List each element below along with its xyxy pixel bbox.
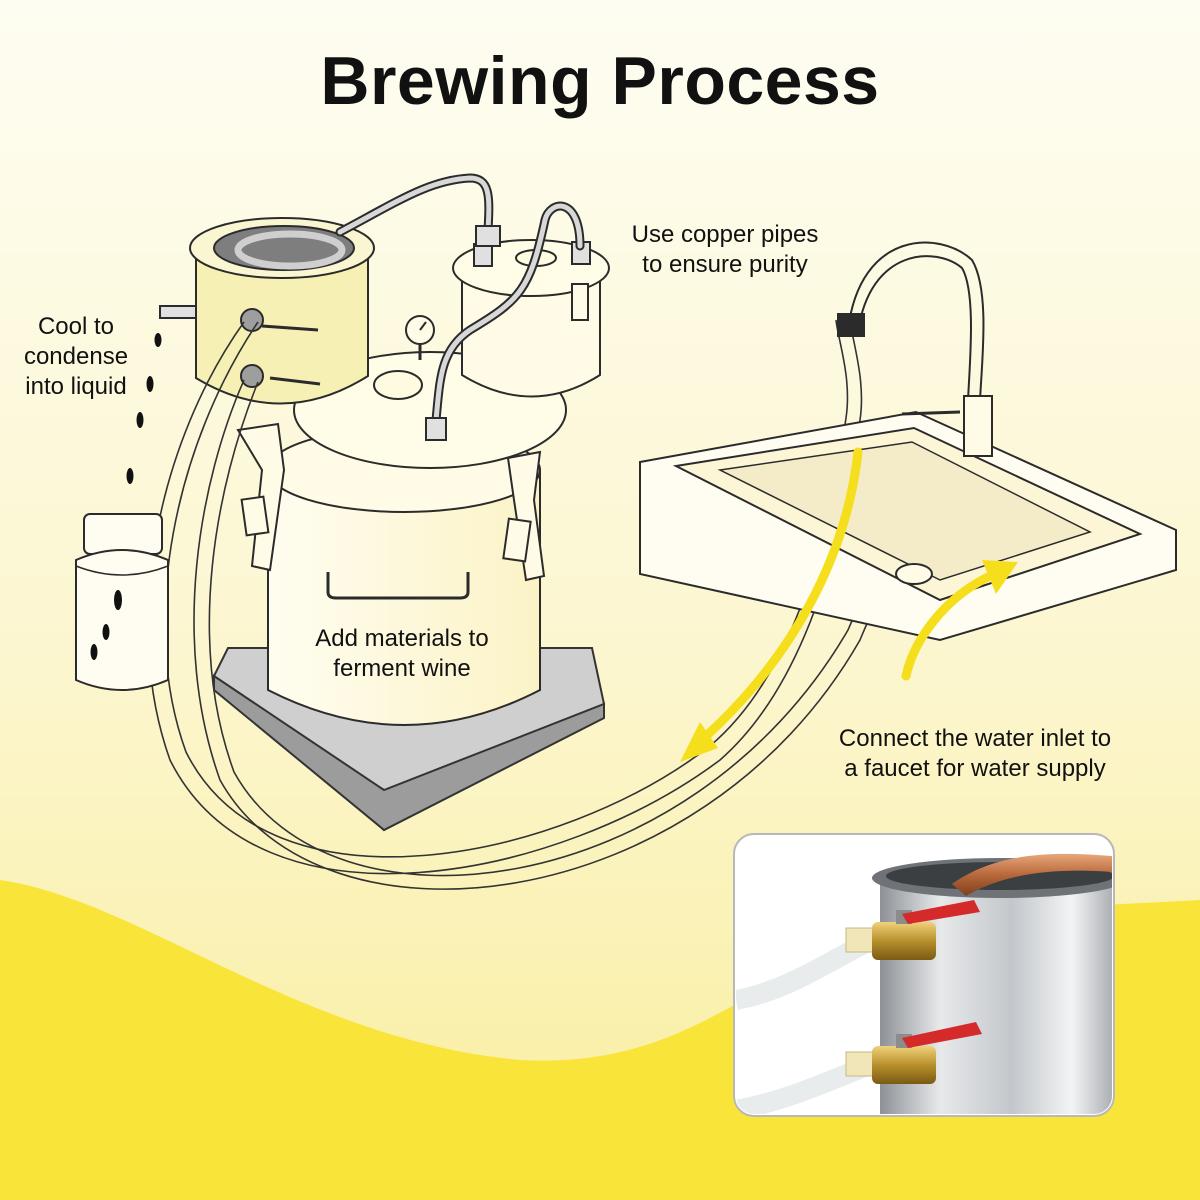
flow-arrows	[680, 447, 1018, 762]
arrow-down-head-icon	[680, 722, 718, 762]
arrow-down-icon	[699, 447, 863, 743]
fermenter-drum	[236, 315, 567, 726]
label-ferment: Add materials to ferment wine	[315, 625, 489, 682]
faucet	[837, 241, 993, 457]
page-title: Brewing Process	[320, 43, 880, 119]
arrow-up-icon	[901, 571, 995, 681]
condenser-pot	[159, 217, 375, 405]
label-cool-condense: Cool to condense into liquid	[23, 313, 129, 400]
label-copper-pipes: Use copper pipes to ensure purity	[631, 221, 819, 278]
collection-jar	[75, 513, 169, 691]
valve-closeup-inset	[733, 833, 1115, 1117]
arrow-up-head-icon	[982, 560, 1018, 594]
sink	[639, 410, 1177, 642]
liquid-drops	[90, 333, 162, 660]
label-water-inlet: Connect the water inlet to a faucet for …	[838, 725, 1112, 782]
connecting-pipes	[335, 173, 585, 441]
